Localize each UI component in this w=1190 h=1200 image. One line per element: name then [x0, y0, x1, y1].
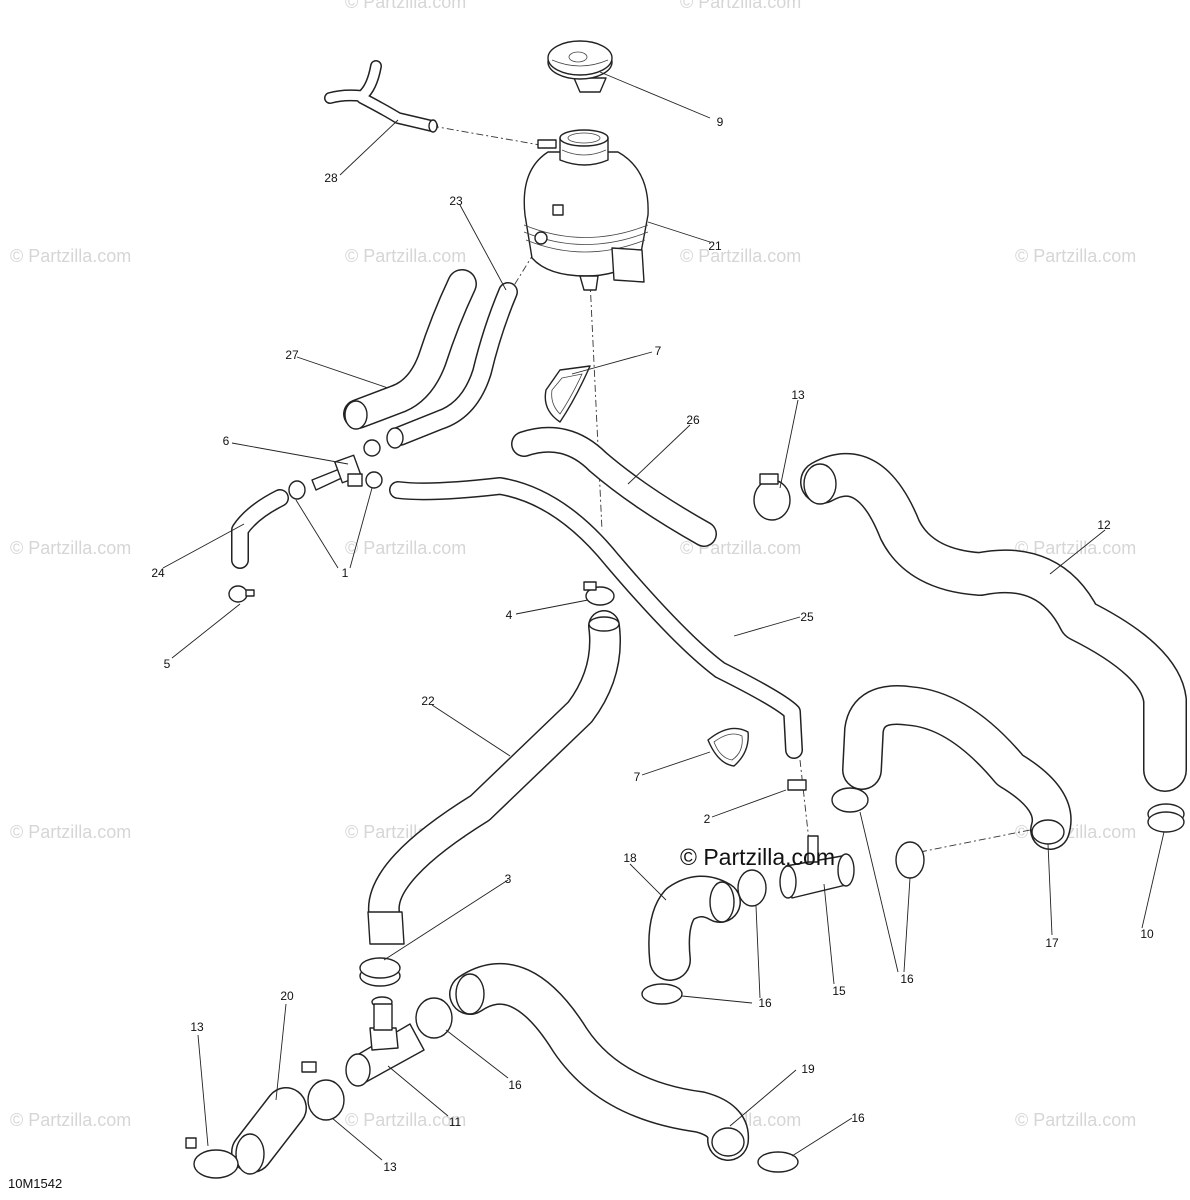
- watermark: © Partzilla.com: [680, 246, 802, 266]
- callout-13-bottom: 13: [383, 1160, 397, 1174]
- callout-20: 20: [280, 989, 294, 1003]
- callout-25: 25: [800, 610, 814, 624]
- callout-16-middle: 16: [758, 996, 772, 1010]
- watermark: © Partzilla.com: [345, 246, 467, 266]
- callout-13-top: 13: [791, 388, 805, 402]
- radiator-cap: [547, 40, 613, 93]
- watermark: © Partzilla.com: [1015, 246, 1137, 266]
- hose-25: [389, 477, 803, 759]
- hose-26: [511, 426, 717, 547]
- callout-16-bottom: 16: [851, 1111, 865, 1125]
- callout-17: 17: [1045, 936, 1059, 950]
- hose-clamp-13-lower: [185, 1061, 345, 1179]
- callout-16-right: 16: [900, 972, 914, 986]
- callout-1: 1: [341, 566, 349, 580]
- callout-13-left: 13: [190, 1020, 204, 1034]
- watermark: © Partzilla.com: [10, 822, 132, 842]
- callout-7-lower: 7: [633, 770, 641, 784]
- callout-9: 9: [716, 115, 724, 129]
- callout-18: 18: [623, 851, 637, 865]
- hose-27: [343, 269, 477, 430]
- callout-23: 23: [449, 194, 463, 208]
- callout-24: 24: [151, 566, 165, 580]
- callout-4: 4: [505, 608, 513, 622]
- callout-16-left: 16: [508, 1078, 522, 1092]
- hose-17: [842, 685, 1072, 850]
- hose-clamp-1: [288, 439, 383, 500]
- hose-clamp-3: [359, 957, 401, 987]
- watermark: © Partzilla.com: [10, 538, 132, 558]
- hose-12: [800, 452, 1187, 792]
- tee-11: [345, 996, 425, 1087]
- hose-23: [386, 282, 518, 449]
- diagram-code: 10M1542: [8, 1176, 63, 1191]
- hose-clamp-13-top: [753, 473, 791, 521]
- vent-hose: [324, 60, 438, 133]
- watermark-center: © Partzilla.com: [680, 844, 835, 870]
- callout-12: 12: [1097, 518, 1111, 532]
- callout-22: 22: [421, 694, 435, 708]
- callout-7-top: 7: [654, 344, 662, 358]
- hose-20: [231, 1087, 307, 1175]
- hose-clamp-5: [228, 585, 255, 603]
- tee-fitting: [311, 454, 363, 491]
- callout-28: 28: [324, 171, 338, 185]
- watermark: © Partzilla.com: [10, 1110, 132, 1130]
- tube-15: [779, 835, 855, 899]
- hose-clip-7-lower: [707, 727, 749, 767]
- watermark: © Partzilla.com: [1015, 1110, 1137, 1130]
- callout-21: 21: [708, 239, 722, 253]
- watermark: © Partzilla.com: [680, 0, 802, 12]
- hose-clamp-4: [583, 581, 615, 606]
- assembly-lines: [431, 125, 1041, 853]
- hose-clip-7-top: [544, 365, 591, 423]
- watermark: © Partzilla.com: [345, 0, 467, 12]
- watermark: © Partzilla.com: [345, 1110, 467, 1130]
- callout-15: 15: [832, 984, 846, 998]
- watermark: © Partzilla.com: [345, 538, 467, 558]
- callout-11: 11: [448, 1115, 462, 1129]
- callout-19: 19: [801, 1062, 815, 1076]
- callout-2: 2: [703, 812, 711, 826]
- hose-clamp-16: [415, 787, 925, 1173]
- hose-24: [231, 489, 289, 569]
- callout-26: 26: [686, 413, 700, 427]
- coolant-reservoir: [523, 129, 649, 291]
- connector-2: [787, 779, 807, 791]
- callout-6: 6: [222, 434, 230, 448]
- watermark: © Partzilla.com: [10, 246, 132, 266]
- hose-clamp-10: [1147, 803, 1185, 833]
- elbow-hose-18: [648, 875, 741, 981]
- callout-3: 3: [504, 872, 512, 886]
- callout-10: 10: [1140, 927, 1154, 941]
- callout-5: 5: [163, 657, 171, 671]
- watermark: © Partzilla.com: [1015, 538, 1137, 558]
- callout-27: 27: [285, 348, 299, 362]
- hose-22: [367, 610, 621, 945]
- leader-lines: [162, 71, 1165, 1161]
- hose-19: [449, 963, 750, 1161]
